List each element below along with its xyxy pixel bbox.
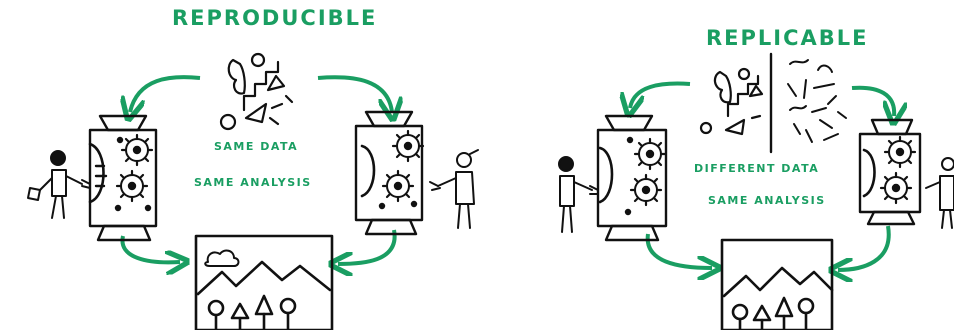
- result-image-left: [196, 236, 332, 330]
- analysis-machine-left: [90, 116, 156, 240]
- researcher-figure-left: [28, 151, 90, 218]
- analysis-machine-right: [356, 112, 423, 234]
- researcher-figure-left-2: [559, 157, 598, 232]
- label-same-analysis-left: SAME ANALYSIS: [194, 176, 312, 189]
- label-different-data: DIFFERENT DATA: [694, 162, 819, 175]
- analysis-machine-right-2: [860, 120, 920, 224]
- title-replicable: REPLICABLE: [706, 26, 869, 50]
- data-shapes-original: [701, 69, 762, 134]
- title-reproducible: REPRODUCIBLE: [172, 6, 377, 30]
- label-same-analysis-right: SAME ANALYSIS: [708, 194, 826, 207]
- label-same-data: SAME DATA: [214, 140, 298, 153]
- arrow-to-right-machine: [318, 77, 392, 112]
- arrow-to-left-machine: [130, 77, 200, 112]
- researcher-figure-right: [430, 150, 478, 228]
- arrow-to-left-machine-2: [630, 84, 690, 108]
- data-shapes-different: [788, 60, 846, 142]
- analysis-machine-left-2: [598, 116, 666, 240]
- arrow-right-machine-to-result-2: [838, 226, 889, 270]
- result-image-right: [722, 240, 832, 330]
- arrow-to-right-machine-2: [852, 88, 894, 116]
- data-shapes-left: [221, 54, 292, 129]
- researcher-figure-right-2: [926, 158, 954, 228]
